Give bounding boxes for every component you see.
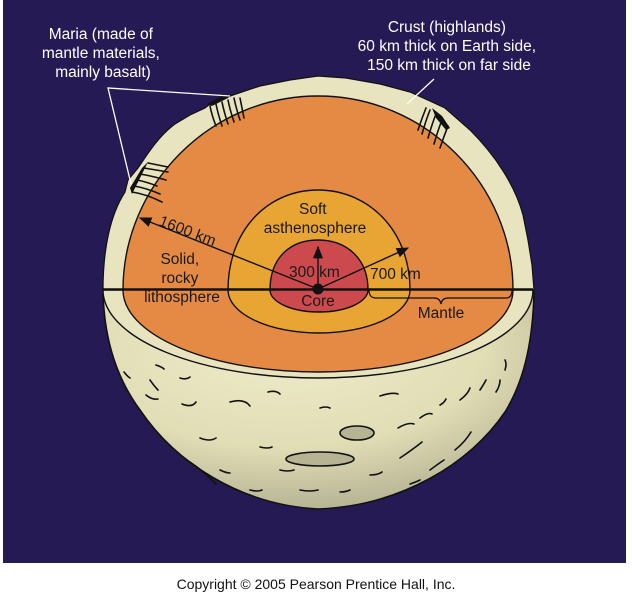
crust-label-line-1: Crust (highlands) <box>388 19 506 36</box>
radius-arrow-700km <box>317 247 410 290</box>
maria-label: Maria (made of mantle materials, mainly … <box>42 26 164 81</box>
lithosphere-label-line-1: Solid, <box>160 251 199 268</box>
crater-large <box>285 451 355 467</box>
lithosphere-label-line-2: rocky <box>161 270 198 287</box>
crater-medium <box>339 425 375 441</box>
maria-label-line-1: Maria (made of <box>49 26 154 43</box>
asthenosphere-label-line-2: asthenosphere <box>264 220 367 237</box>
radius-700km-label: 700 km <box>370 266 421 283</box>
leader-lines <box>107 78 435 185</box>
mantle-label: Mantle <box>418 305 465 322</box>
lithosphere-label: Solid, rocky lithosphere <box>144 251 220 306</box>
crust-label-line-3: 150 km thick on far side <box>367 57 531 74</box>
copyright-notice: Copyright © 2005 Pearson Prentice Hall, … <box>176 576 456 592</box>
maria-leader <box>107 87 231 185</box>
maria-label-line-3: mainly basalt) <box>55 64 151 81</box>
crust-label-line-2: 60 km thick on Earth side, <box>358 38 536 55</box>
maria-label-line-2: mantle materials, <box>42 45 160 62</box>
crust-label: Crust (highlands) 60 km thick on Earth s… <box>358 19 541 74</box>
surface-craters <box>123 359 507 493</box>
asthenosphere-label-line-1: Soft <box>299 201 327 218</box>
lithosphere-label-line-3: lithosphere <box>144 289 220 306</box>
maria-dikes <box>131 97 449 203</box>
maria-patch-top <box>207 94 235 106</box>
center-dot <box>312 283 324 295</box>
mantle-brace <box>368 289 513 305</box>
crust-leader <box>406 78 435 105</box>
core-cut-face <box>269 289 369 313</box>
radius-arrow-1600km <box>138 217 319 290</box>
asthenosphere-label: Soft asthenosphere <box>264 201 367 237</box>
radius-300km-label: 300 km <box>289 264 340 281</box>
core-label: Core <box>301 293 335 310</box>
